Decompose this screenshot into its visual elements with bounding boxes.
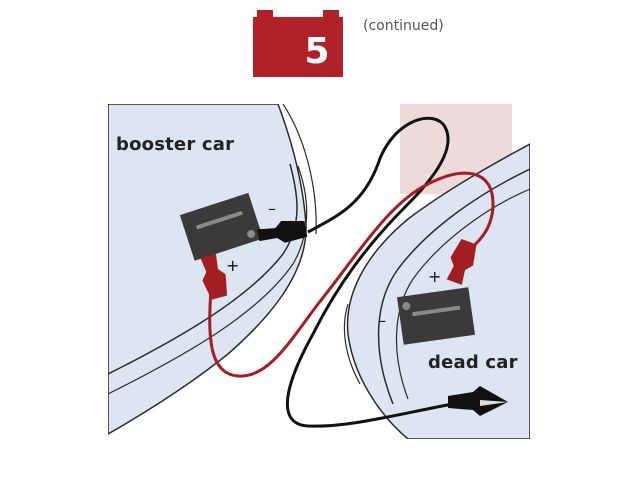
jump-start-illustration: – + + – booster car dead car (108, 104, 530, 439)
dead-car-label: dead car (428, 352, 518, 373)
black-clamp-booster (257, 220, 308, 243)
red-clamp-dead (446, 238, 477, 285)
booster-negative-sign: – (268, 199, 276, 218)
black-clamp-free (448, 386, 508, 416)
dead-positive-sign: + (428, 267, 441, 286)
red-clamp-booster (200, 254, 228, 300)
red-jumper-cable (208, 171, 495, 378)
booster-positive-sign: + (226, 256, 239, 275)
booster-car-hood-line (108, 163, 298, 375)
step-number: 5 (304, 31, 329, 72)
dead-negative-sign: – (378, 311, 386, 330)
continued-label: (continued) (363, 18, 444, 34)
booster-car-label: booster car (116, 134, 235, 155)
step-5-battery-badge: 5 (253, 10, 343, 77)
black-jumper-cable (285, 116, 464, 428)
dead-battery (397, 287, 475, 345)
booster-battery (179, 192, 264, 261)
